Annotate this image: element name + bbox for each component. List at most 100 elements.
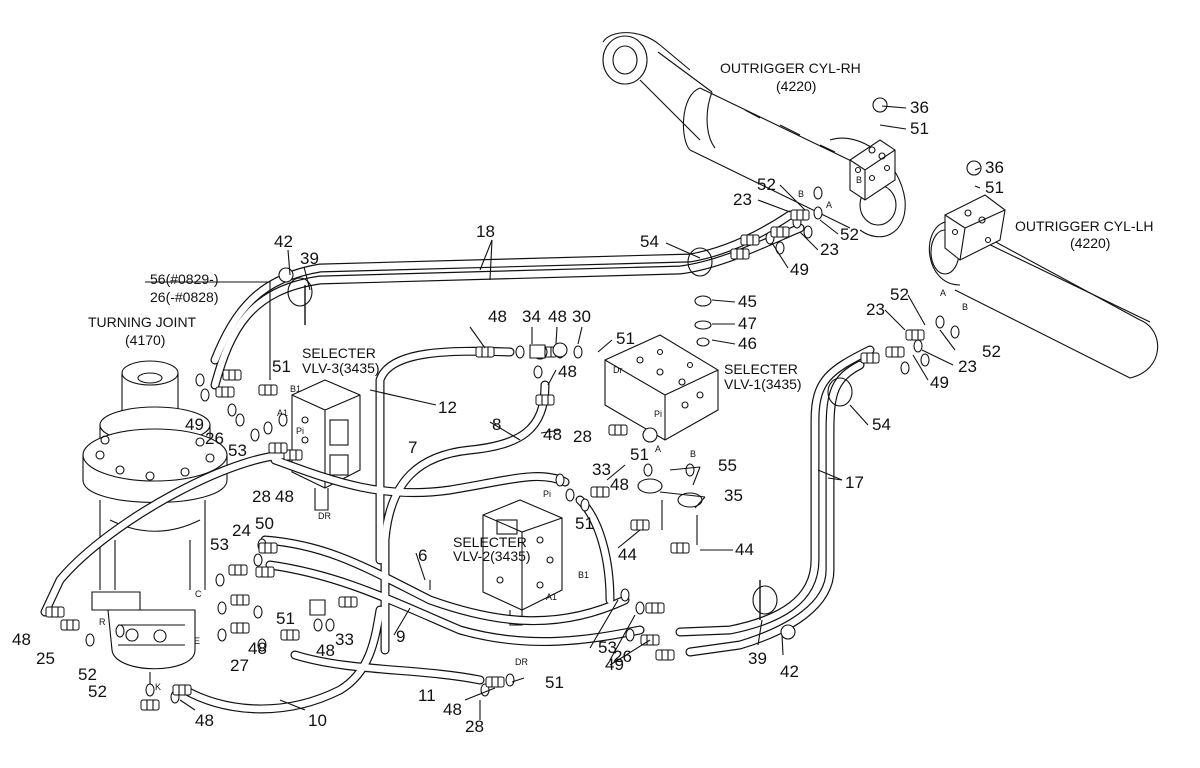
leader-line xyxy=(781,634,784,656)
callout-59: 25 xyxy=(36,649,55,668)
leader-line xyxy=(606,464,626,481)
callout-25: 53 xyxy=(228,441,247,460)
hose-clamp xyxy=(827,377,853,407)
selecter-valve-3: B1 A1 Pi DR xyxy=(277,379,361,521)
o-ring xyxy=(215,573,225,587)
o-ring xyxy=(565,488,575,502)
leader-line xyxy=(711,339,736,345)
hose-fitting xyxy=(215,386,235,398)
washer xyxy=(694,295,712,307)
port-label-a1-vlv2: A1 xyxy=(546,592,557,602)
callout-46: 44 xyxy=(735,540,754,559)
callout-66: 28 xyxy=(465,717,484,736)
leader-line xyxy=(817,469,843,481)
callout-68: 27 xyxy=(230,656,249,675)
callout-numbers: 3651522352234954454746365152235223495418… xyxy=(12,98,1004,736)
callout-53: 53 xyxy=(598,638,617,657)
hose-fitting xyxy=(475,346,495,358)
o-ring xyxy=(573,345,583,359)
callout-17: 49 xyxy=(930,373,949,392)
hose-fitting xyxy=(283,449,303,461)
leader-line xyxy=(547,369,557,386)
callout-55: 49 xyxy=(605,655,624,674)
callout-7: 54 xyxy=(640,232,659,251)
hose-fitting xyxy=(45,606,65,618)
callout-4: 52 xyxy=(840,225,859,244)
callout-42: 35 xyxy=(724,486,743,505)
o-ring xyxy=(250,428,260,442)
callout-60: 52 xyxy=(78,665,97,684)
callout-29: 34 xyxy=(522,307,541,326)
leader-line xyxy=(597,339,613,353)
leader-line xyxy=(393,607,411,636)
leader-line xyxy=(884,309,906,331)
o-ring xyxy=(920,353,930,367)
callout-27: 48 xyxy=(275,487,294,506)
o-ring xyxy=(635,601,645,615)
outrigger-lh-code: (4220) xyxy=(1070,235,1110,251)
washer xyxy=(694,320,712,330)
leader-line xyxy=(779,184,806,211)
o-ring xyxy=(257,638,267,652)
leader-line xyxy=(879,124,907,130)
o-ring xyxy=(115,624,125,638)
leader-line xyxy=(577,326,583,345)
o-ring xyxy=(227,403,237,417)
turning-joint-name: TURNING JOINT xyxy=(88,314,197,330)
callout-61: 52 xyxy=(88,682,107,701)
port-label-lh-b: B xyxy=(962,302,968,312)
leader-line xyxy=(665,242,701,259)
plug xyxy=(278,267,294,283)
o-ring xyxy=(235,413,245,427)
leader-line xyxy=(179,699,196,711)
leader-line xyxy=(617,529,641,549)
leader-line xyxy=(609,614,636,661)
fittings xyxy=(45,97,982,711)
o-ring xyxy=(555,473,565,487)
leader-line xyxy=(799,231,819,251)
leader-line xyxy=(469,326,486,349)
hose-clamp xyxy=(287,277,313,307)
o-ring xyxy=(505,673,515,687)
port-label-e: E xyxy=(194,636,200,646)
callout-34: 8 xyxy=(492,415,501,434)
leader-line xyxy=(555,326,558,345)
callout-51: 6 xyxy=(418,546,427,565)
leader-line xyxy=(827,477,843,481)
callout-21: 39 xyxy=(300,249,319,268)
callout-70: 51 xyxy=(276,609,295,628)
callout-28: 48 xyxy=(488,307,507,326)
outrigger-cylinder-rh: B xyxy=(602,32,906,238)
plug xyxy=(780,624,796,640)
o-ring xyxy=(643,463,653,477)
o-ring xyxy=(313,618,323,632)
callout-52: 9 xyxy=(396,627,405,646)
hose-fitting xyxy=(670,542,690,554)
callout-26: 28 xyxy=(252,487,271,506)
o-ring xyxy=(775,241,785,255)
hose-fitting xyxy=(860,352,880,364)
hose-fitting xyxy=(280,629,300,641)
leader-line xyxy=(757,619,763,646)
callout-48: 53 xyxy=(210,535,229,554)
port-label-dr-vlv3: DR xyxy=(318,511,331,521)
o-ring xyxy=(685,463,695,477)
hose-fitting xyxy=(770,226,790,238)
hose-inner xyxy=(676,346,874,636)
leader-line xyxy=(589,599,619,649)
leader-line xyxy=(464,687,496,701)
o-ring xyxy=(803,225,813,239)
hose-inner xyxy=(261,536,629,624)
selecter-vlv1-line1: SELECTER xyxy=(724,361,798,377)
callout-15: 52 xyxy=(982,342,1001,361)
callout-22: 51 xyxy=(272,357,291,376)
leader-line xyxy=(692,466,701,486)
callout-13: 52 xyxy=(890,285,909,304)
port-label-r: R xyxy=(99,617,106,627)
leader-lines xyxy=(145,105,981,720)
hose-inner xyxy=(211,224,804,389)
callout-2: 52 xyxy=(757,175,776,194)
hose-inner xyxy=(381,381,549,654)
hose-fitting xyxy=(230,622,250,634)
